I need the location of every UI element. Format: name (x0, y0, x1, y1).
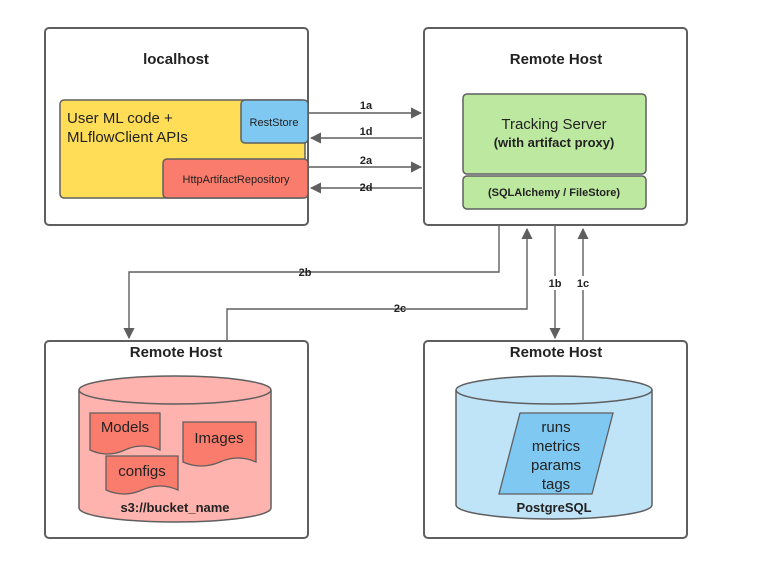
user-code-line2: MLflowClient APIs (67, 129, 188, 146)
doc-models: Models (89, 412, 161, 455)
tables-parallelogram: runs metrics params tags (498, 412, 614, 495)
doc-configs-label: configs (118, 463, 166, 480)
localhost-title: localhost (143, 51, 209, 68)
arrow-2d-label: 2d (360, 182, 373, 194)
table-runs: runs (541, 419, 570, 436)
tracking-host-title: Remote Host (510, 51, 603, 68)
localhost-box: localhost User ML code + MLflowClient AP… (44, 27, 309, 226)
arrow-2b-label: 2b (299, 267, 312, 279)
user-code-line1: User ML code + (67, 110, 173, 127)
rest-store-label: RestStore (250, 117, 299, 129)
db-name-label: PostgreSQL (516, 500, 591, 515)
arrow-1a: 1a (309, 100, 423, 119)
doc-images-label: Images (194, 430, 243, 447)
db-host-box: Remote Host runs metrics params tags Pos… (423, 340, 688, 539)
tracking-host-box: Remote Host Tracking Server (with artifa… (423, 27, 688, 226)
doc-configs: configs (105, 455, 179, 495)
arrow-2c-label: 2c (394, 303, 406, 315)
arrow-2c: 2c (226, 227, 533, 341)
tracking-server-block: Tracking Server (with artifact proxy) (462, 93, 647, 175)
arrow-1b: 1b (545, 226, 565, 340)
arrow-1d: 1d (309, 126, 422, 144)
arrow-1a-label: 1a (360, 100, 373, 112)
arrow-1d-label: 1d (360, 126, 373, 138)
http-artifact-repo-label: HttpArtifactRepository (183, 174, 290, 186)
arrow-1c-label: 1c (577, 278, 589, 290)
rest-store-block: RestStore (240, 99, 309, 144)
tracking-server-line1: Tracking Server (501, 116, 606, 133)
arrow-1c: 1c (573, 227, 593, 341)
doc-images: Images (182, 421, 257, 467)
arrow-2d: 2d (309, 182, 422, 194)
arrow-1b-label: 1b (549, 278, 562, 290)
db-host-title: Remote Host (510, 344, 603, 361)
arrow-2a: 2a (309, 155, 423, 173)
store-label: (SQLAlchemy / FileStore) (488, 187, 620, 199)
table-metrics: metrics (532, 438, 580, 455)
store-block: (SQLAlchemy / FileStore) (462, 175, 647, 210)
doc-models-label: Models (101, 419, 149, 436)
table-params: params (531, 457, 581, 474)
arrow-2b: 2b (123, 226, 500, 340)
artifact-host-box: Remote Host Models Images configs s3://b… (44, 340, 309, 539)
http-artifact-repo-block: HttpArtifactRepository (162, 158, 309, 199)
table-tags: tags (542, 476, 570, 493)
tracking-server-line2: (with artifact proxy) (494, 135, 615, 150)
arrow-2a-label: 2a (360, 155, 373, 167)
artifact-host-title: Remote Host (130, 344, 223, 361)
bucket-label: s3://bucket_name (120, 500, 229, 515)
